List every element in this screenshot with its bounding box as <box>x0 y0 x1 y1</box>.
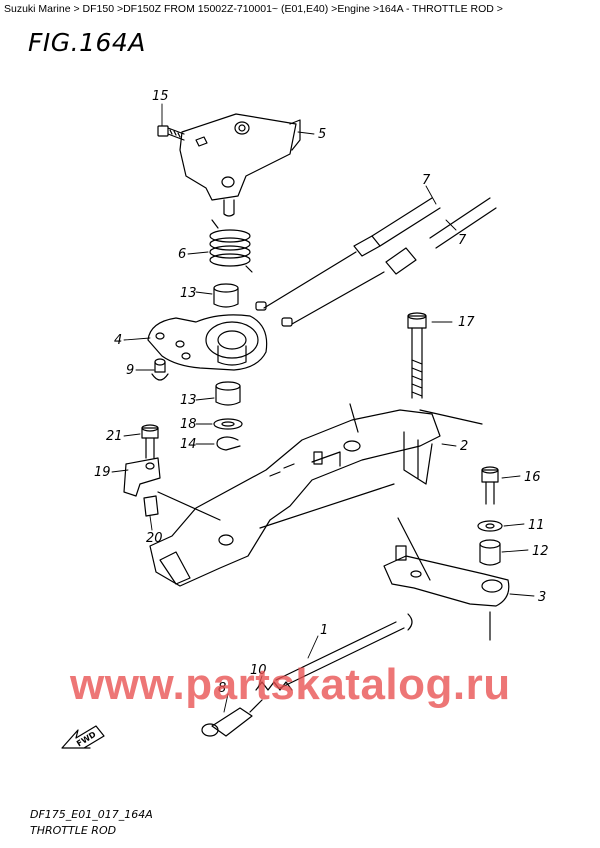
fwd-direction-arrow <box>61 725 105 749</box>
callout-20[interactable]: 20 <box>146 531 163 546</box>
callout-16[interactable]: 16 <box>524 470 541 485</box>
callout-13-lower[interactable]: 13 <box>180 393 197 408</box>
callout-10[interactable]: 10 <box>250 663 267 678</box>
part-21-bolt[interactable] <box>141 424 159 459</box>
breadcrumb-item-engine[interactable]: Engine <box>337 3 371 15</box>
callout-1[interactable]: 1 <box>320 623 328 638</box>
callout-5[interactable]: 5 <box>318 127 326 142</box>
part-1-rod[interactable] <box>275 613 413 689</box>
breadcrumb-separator: > <box>331 3 338 15</box>
part-3-lever[interactable] <box>383 517 510 641</box>
figure-name: THROTTLE ROD <box>30 824 117 837</box>
callout-6[interactable]: 6 <box>178 247 186 262</box>
part-17-bolt[interactable] <box>407 312 427 399</box>
callout-13-upper[interactable]: 13 <box>180 286 197 301</box>
part-8-rod-end[interactable] <box>201 699 263 737</box>
callout-labels: 15 5 6 13 4 9 13 18 14 21 19 20 7 7 17 2… <box>94 89 549 696</box>
breadcrumb-separator: > <box>496 3 503 15</box>
part-6-spring[interactable] <box>209 219 253 273</box>
callout-12[interactable]: 12 <box>532 544 549 559</box>
breadcrumb-item-suzuki-marine[interactable]: Suzuki Marine <box>4 3 71 15</box>
callout-7-lower[interactable]: 7 <box>458 233 467 248</box>
watermark: www.partskatalog.ru <box>70 660 511 709</box>
breadcrumb: Suzuki Marine > DF150 >DF150Z FROM 15002… <box>4 3 503 15</box>
part-10-spring[interactable] <box>255 681 293 691</box>
part-20-clip[interactable] <box>143 491 221 521</box>
callout-9[interactable]: 9 <box>126 363 134 378</box>
part-12-collar[interactable] <box>479 539 501 566</box>
figure-title: FIG.164A <box>28 28 146 57</box>
part-7-throttle-cable-a[interactable] <box>255 197 441 311</box>
part-13-bushing-lower[interactable] <box>215 381 241 406</box>
part-9-pin[interactable] <box>151 358 169 381</box>
breadcrumb-separator: > <box>73 3 80 15</box>
part-18-washer[interactable] <box>213 418 243 430</box>
callout-2[interactable]: 2 <box>460 439 468 454</box>
part-13-bushing-upper[interactable] <box>213 283 239 308</box>
breadcrumb-separator: > <box>372 3 380 15</box>
part-19-plate[interactable] <box>123 457 161 497</box>
callout-3[interactable]: 3 <box>538 590 546 605</box>
callout-21[interactable]: 21 <box>106 429 123 444</box>
fwd-label: FWD <box>75 730 98 749</box>
callout-19[interactable]: 19 <box>94 465 111 480</box>
breadcrumb-item-current[interactable]: 164A - THROTTLE ROD <box>379 3 494 15</box>
breadcrumb-item-df150[interactable]: DF150 <box>82 3 115 15</box>
callout-4[interactable]: 4 <box>114 333 122 348</box>
callout-15[interactable]: 15 <box>152 89 169 104</box>
callout-17[interactable]: 17 <box>458 315 475 330</box>
callout-11[interactable]: 11 <box>528 518 545 533</box>
figure-code: DF175_E01_017_164A <box>30 808 153 821</box>
leader-lines <box>111 103 535 713</box>
part-14-clip[interactable] <box>216 436 241 451</box>
callout-7-upper[interactable]: 7 <box>422 173 431 188</box>
part-15-bolt[interactable] <box>157 125 185 141</box>
callout-18[interactable]: 18 <box>180 417 197 432</box>
callout-14[interactable]: 14 <box>180 437 197 452</box>
part-5-bracket[interactable] <box>179 113 301 217</box>
part-11-washer[interactable] <box>477 520 503 532</box>
part-4-throttle-cam[interactable] <box>147 314 268 371</box>
part-2-throttle-arm[interactable] <box>149 403 483 587</box>
breadcrumb-separator: > <box>116 3 124 15</box>
breadcrumb-item-model[interactable]: DF150Z FROM 15002Z-710001~ (E01,E40) <box>123 3 329 15</box>
part-7-throttle-cable-b[interactable] <box>281 197 497 327</box>
part-16-bolt[interactable] <box>481 466 499 505</box>
callout-8[interactable]: 8 <box>218 681 226 696</box>
